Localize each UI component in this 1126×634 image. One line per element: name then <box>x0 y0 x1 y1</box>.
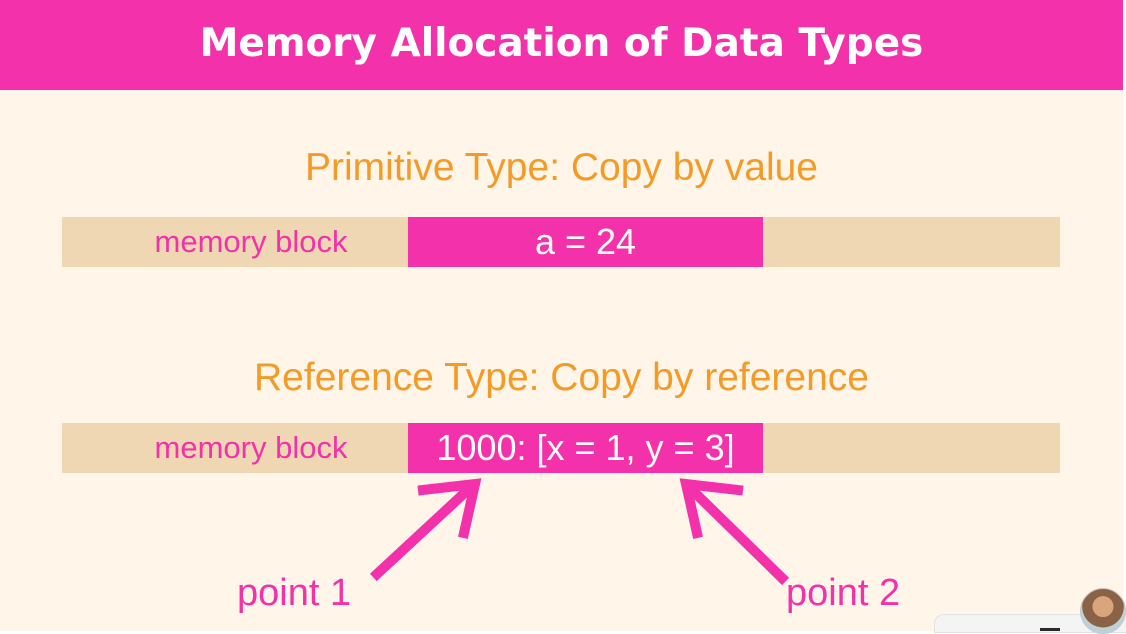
point-1-label: point 1 <box>237 572 352 614</box>
arrow-up-left-icon <box>679 478 790 586</box>
header-bar: Memory Allocation of Data Types <box>0 0 1123 90</box>
primitive-value-cell: a = 24 <box>408 217 763 267</box>
arrow-up-right-icon <box>369 478 482 582</box>
presenter-avatar <box>1080 588 1126 634</box>
primitive-memory-bar: memory block a = 24 <box>62 217 1060 267</box>
reference-type-title: Reference Type: Copy by reference <box>254 356 869 399</box>
primitive-type-title: Primitive Type: Copy by value <box>305 146 818 189</box>
reference-memory-bar: memory block 1000: [x = 1, y = 3] <box>62 423 1060 473</box>
reference-value-cell: 1000: [x = 1, y = 3] <box>408 423 763 473</box>
primitive-memory-label: memory block <box>154 224 348 259</box>
minimize-icon[interactable] <box>1040 628 1060 631</box>
reference-memory-label: memory block <box>154 430 348 465</box>
point-2-label: point 2 <box>786 572 901 614</box>
slide-title: Memory Allocation of Data Types <box>199 21 924 66</box>
